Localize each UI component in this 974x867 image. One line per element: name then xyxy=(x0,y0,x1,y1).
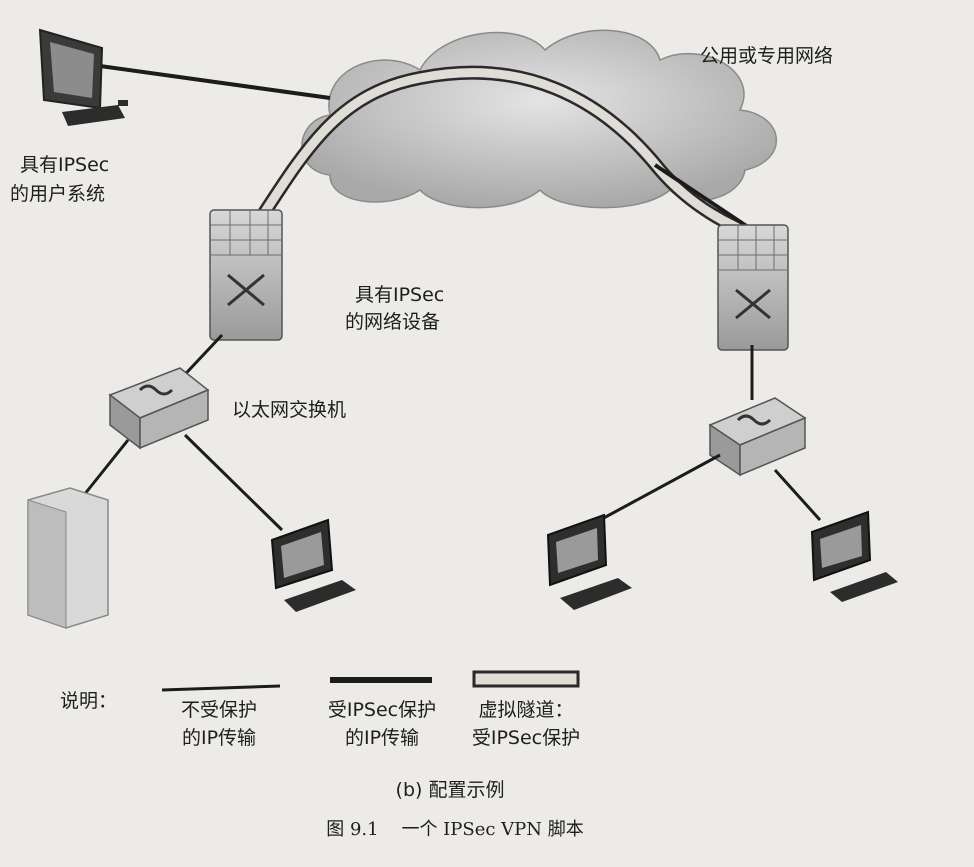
left-firewall-router xyxy=(209,209,283,341)
workstation-right-b xyxy=(810,510,898,602)
legend-unprotected-line2: 的IP传输 xyxy=(181,727,257,749)
figure-caption: 图 9.1 一个 IPSec VPN 脚本 xyxy=(326,819,584,840)
legend-tunnel-sample xyxy=(472,670,580,688)
link-user-to-cloud xyxy=(99,64,331,100)
workstation-left xyxy=(270,518,356,612)
user-system-label-line2: 的用户系统 xyxy=(10,183,106,205)
legend-protected-line2: 的IP传输 xyxy=(344,727,420,749)
legend-tunnel-line2: 受IPSec保护 xyxy=(471,727,581,749)
link-cloud-to-right-firewall xyxy=(653,163,762,237)
legend-unprotected-line1: 不受保护 xyxy=(180,699,257,721)
network-device-label-line1: 具有IPSec xyxy=(355,284,445,306)
user-system-label-line1: 具有IPSec xyxy=(20,154,110,176)
network-cloud-label: 公用或专用网络 xyxy=(700,45,834,67)
user-system-computer xyxy=(38,28,128,126)
left-ethernet-switch xyxy=(108,367,210,450)
ipsec-tunnel xyxy=(233,65,777,257)
network-device-label-line2: 的网络设备 xyxy=(345,311,441,333)
right-ethernet-switch xyxy=(708,397,807,477)
link-right-switch-to-workstation-a xyxy=(599,453,721,522)
legend-tunnel-line1: 虚拟隧道： xyxy=(478,699,574,721)
legend-protected-line1: 受IPSec保护 xyxy=(327,699,437,721)
right-firewall-router xyxy=(717,224,789,351)
sub-caption: (b) 配置示例 xyxy=(395,779,505,801)
legend-unprotected-line xyxy=(161,684,281,692)
link-left-switch-to-server xyxy=(78,439,130,501)
link-left-switch-to-workstation xyxy=(183,433,284,532)
legend-title: 说明： xyxy=(60,690,118,712)
server-tower xyxy=(27,487,109,629)
ethernet-switch-label: 以太网交换机 xyxy=(232,399,347,421)
link-right-switch-to-workstation-b xyxy=(773,468,822,522)
workstation-right-a xyxy=(546,513,632,610)
